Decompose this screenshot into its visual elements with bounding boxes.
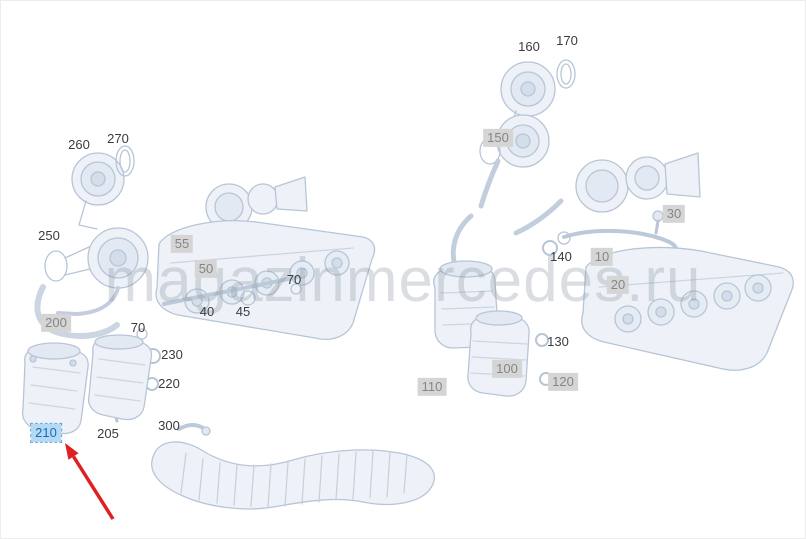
part-label-270[interactable]: 270 xyxy=(107,130,129,146)
bolt-30 xyxy=(652,210,664,235)
part-label-205[interactable]: 205 xyxy=(97,425,119,441)
part-label-120[interactable]: 120 xyxy=(548,372,578,392)
cylinder-head-cover-right xyxy=(581,246,794,371)
part-label-100[interactable]: 100 xyxy=(492,359,522,379)
part-label-20[interactable]: 20 xyxy=(606,275,630,295)
part-label-260[interactable]: 260 xyxy=(68,136,90,152)
part-label-40[interactable]: 40 xyxy=(199,303,215,319)
part-label-250[interactable]: 250 xyxy=(38,227,60,243)
clamp-ring-170 xyxy=(556,59,576,89)
part-label-45[interactable]: 45 xyxy=(235,303,251,319)
part-label-150[interactable]: 150 xyxy=(483,128,513,148)
part-label-220[interactable]: 220 xyxy=(158,375,180,391)
part-label-70-6[interactable]: 70 xyxy=(286,271,302,287)
seal-ring-130 xyxy=(535,333,549,347)
part-label-230[interactable]: 230 xyxy=(161,346,183,362)
exhaust-manifold-300 xyxy=(151,423,435,510)
oil-feed-line-40 xyxy=(136,275,302,340)
part-label-160[interactable]: 160 xyxy=(518,38,540,54)
part-label-55[interactable]: 55 xyxy=(170,234,194,254)
part-label-50[interactable]: 50 xyxy=(194,259,218,279)
clamp-ring-270 xyxy=(115,145,135,177)
part-label-130[interactable]: 130 xyxy=(547,333,569,349)
part-label-200[interactable]: 200 xyxy=(41,313,71,333)
part-label-30[interactable]: 30 xyxy=(662,204,686,224)
catalytic-converter-210 xyxy=(21,342,89,435)
part-label-10[interactable]: 10 xyxy=(590,247,614,267)
cylinder-head-cover-left xyxy=(155,176,376,340)
part-label-70-9[interactable]: 70 xyxy=(130,319,146,335)
catalytic-converter-205 xyxy=(87,334,153,421)
part-label-210[interactable]: 210 xyxy=(30,422,62,444)
turbo-actuator-260 xyxy=(71,152,125,230)
part-label-140[interactable]: 140 xyxy=(550,248,572,264)
turbo-actuator-160 xyxy=(500,61,556,138)
part-label-300[interactable]: 300 xyxy=(158,417,180,433)
part-label-110[interactable]: 110 xyxy=(417,377,447,397)
part-label-170[interactable]: 170 xyxy=(556,32,578,48)
turbocharger-right xyxy=(513,152,701,236)
oil-return-pipe-200 xyxy=(34,284,120,339)
seal-ring-140 xyxy=(542,240,558,256)
compressor-housing-250 xyxy=(44,227,149,316)
